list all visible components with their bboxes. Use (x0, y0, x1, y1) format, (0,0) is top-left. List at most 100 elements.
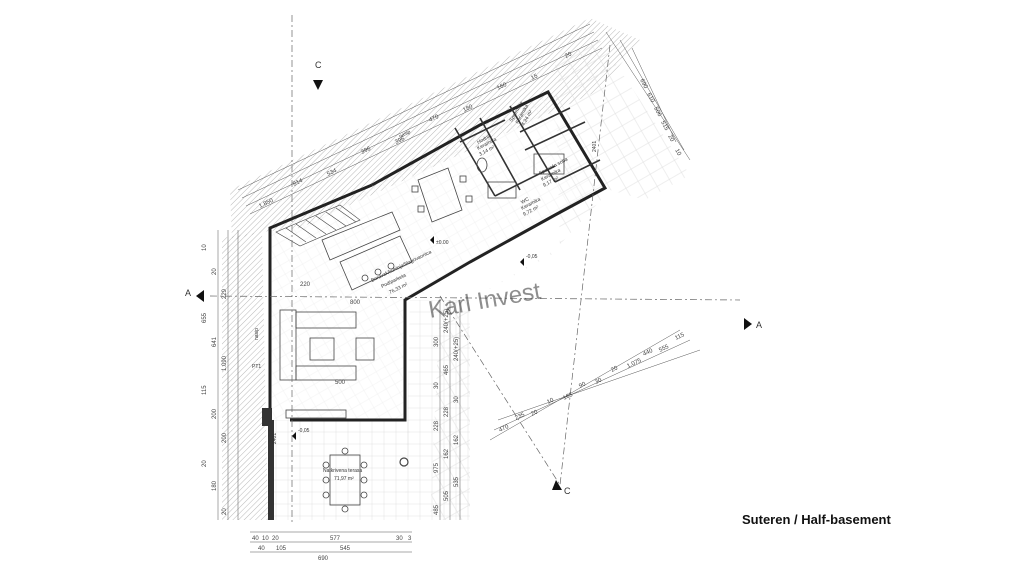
dimension-label: 165 (562, 392, 574, 402)
terrace-tiles (272, 420, 410, 520)
dimension-label: 30 (396, 536, 403, 542)
dimension-label: 30 (594, 377, 603, 386)
dimension-label: 10 (673, 148, 682, 157)
section-c-top-arrow (313, 80, 323, 90)
dimension-label: 440 (642, 348, 654, 358)
dimension-label: 20 (212, 268, 218, 275)
dimension-label: 396 (360, 146, 372, 156)
dimension-label: 396 (394, 136, 406, 146)
section-c-bottom-arrow (552, 480, 562, 490)
dimension-label: 30 (454, 396, 460, 403)
r1-label: 2401 (272, 433, 278, 444)
dimension-label: 1.075 (626, 358, 643, 370)
terrace-area: 71,97 m² (334, 476, 354, 482)
stairs (275, 204, 361, 247)
dimension-label: 20 (564, 51, 573, 60)
dimension-label: 641 (212, 336, 218, 347)
dimension-label: 555 (658, 344, 670, 354)
dimension-label: 506 (652, 106, 662, 118)
section-a-left-label: A (185, 288, 191, 298)
outer-paving-right (405, 300, 470, 520)
dimension-label: 105 (276, 546, 287, 552)
interior-floor (270, 92, 605, 420)
dimension-label: 20 (272, 536, 279, 542)
dimension-label: 470 (498, 424, 510, 434)
wc-name: WC (520, 196, 531, 205)
dimension-label: 115 (674, 332, 686, 342)
dimension-label: 162 (444, 448, 450, 459)
dimension-label: 505 (444, 490, 450, 501)
dimension-label: 470 (428, 114, 440, 124)
dimension-label: 200 (212, 408, 218, 419)
section-a-right-arrow (744, 318, 752, 330)
plan-caption: Suteren / Half-basement (742, 512, 891, 527)
dimension-label: 180 (212, 480, 218, 491)
r2-label: 2401 (592, 141, 598, 152)
nasip-left-label: nasip (254, 328, 260, 340)
dimension-label: 10 (202, 244, 208, 251)
dimension-label: 465 (444, 364, 450, 375)
dimension-label: 10 (546, 397, 555, 406)
dimension-label: 515 (659, 120, 669, 132)
dimension-label: 1.090 (222, 355, 228, 371)
section-a-left-arrow (196, 290, 204, 302)
section-markers: A A C C (185, 60, 762, 496)
dimension-label: 180 (462, 104, 474, 114)
dimension-label: 235 (514, 412, 526, 422)
dimension-label: 3 (408, 536, 412, 542)
embankment-hatch-top (230, 18, 640, 240)
dimension-label: 20 (222, 508, 228, 515)
dimension-label: 577 (330, 536, 341, 542)
dimension-label: 30 (434, 382, 440, 389)
dimension-label: 90 (578, 381, 587, 390)
dimension-label: 240(+25) (444, 309, 450, 333)
dimension-label: 115 (202, 385, 208, 395)
dimension-label: 610 (645, 92, 655, 104)
dimension-label: 535 (454, 476, 460, 487)
dimension-label: 160 (496, 82, 508, 92)
dimension-label: 40 (252, 536, 259, 542)
dimension-label: 162 (454, 434, 460, 445)
nasip-top-label: nasip (398, 129, 412, 140)
dimension-label: 800 (350, 300, 361, 306)
dimension-label: 534 (326, 168, 338, 178)
dimension-label: 690 (638, 78, 648, 90)
dimension-label: 20 (610, 365, 619, 374)
dimension-label: 20 (530, 409, 539, 418)
dimension-label: 10 (262, 536, 269, 542)
outdoor-tiles-right (430, 40, 690, 520)
living-furniture (279, 309, 375, 419)
level-markers (292, 236, 524, 440)
kitchen-counter (321, 211, 413, 291)
exterior-walls (268, 90, 608, 422)
terrace-name: Natkrivena terasa (323, 468, 362, 474)
level-step-right: -0,05 (526, 254, 538, 260)
dimension-label: 200 (222, 432, 228, 443)
watermark: Karl Invest (426, 278, 543, 324)
dimension-label: 228 (444, 406, 450, 417)
dimension-label: 545 (340, 546, 351, 552)
section-c-top-label: C (315, 60, 322, 70)
dimension-label: 220 (300, 282, 311, 288)
dimension-label: 814 (292, 178, 304, 188)
section-c-bottom-label: C (564, 486, 571, 496)
bathroom-fixtures (476, 153, 565, 199)
terrace-table (322, 447, 409, 513)
dimension-label: 690 (318, 556, 329, 562)
terrace-columns (262, 408, 274, 520)
level-step-left: -0,05 (298, 428, 310, 434)
dimension-label: 20 (202, 460, 208, 467)
dimension-label: 975 (434, 462, 440, 473)
dimension-lines (217, 23, 701, 553)
dimension-label: 228 (434, 420, 440, 431)
embankment-hatch-left (222, 232, 268, 520)
dimension-label: 240(+25) (454, 337, 460, 361)
section-lines (209, 15, 741, 525)
dimension-label: 20 (666, 134, 675, 143)
pt-label: PT1 (252, 364, 261, 370)
dimension-label: 300 (434, 336, 440, 347)
dimension-label: 40 (258, 546, 265, 552)
dimension-label: 500 (335, 380, 346, 386)
